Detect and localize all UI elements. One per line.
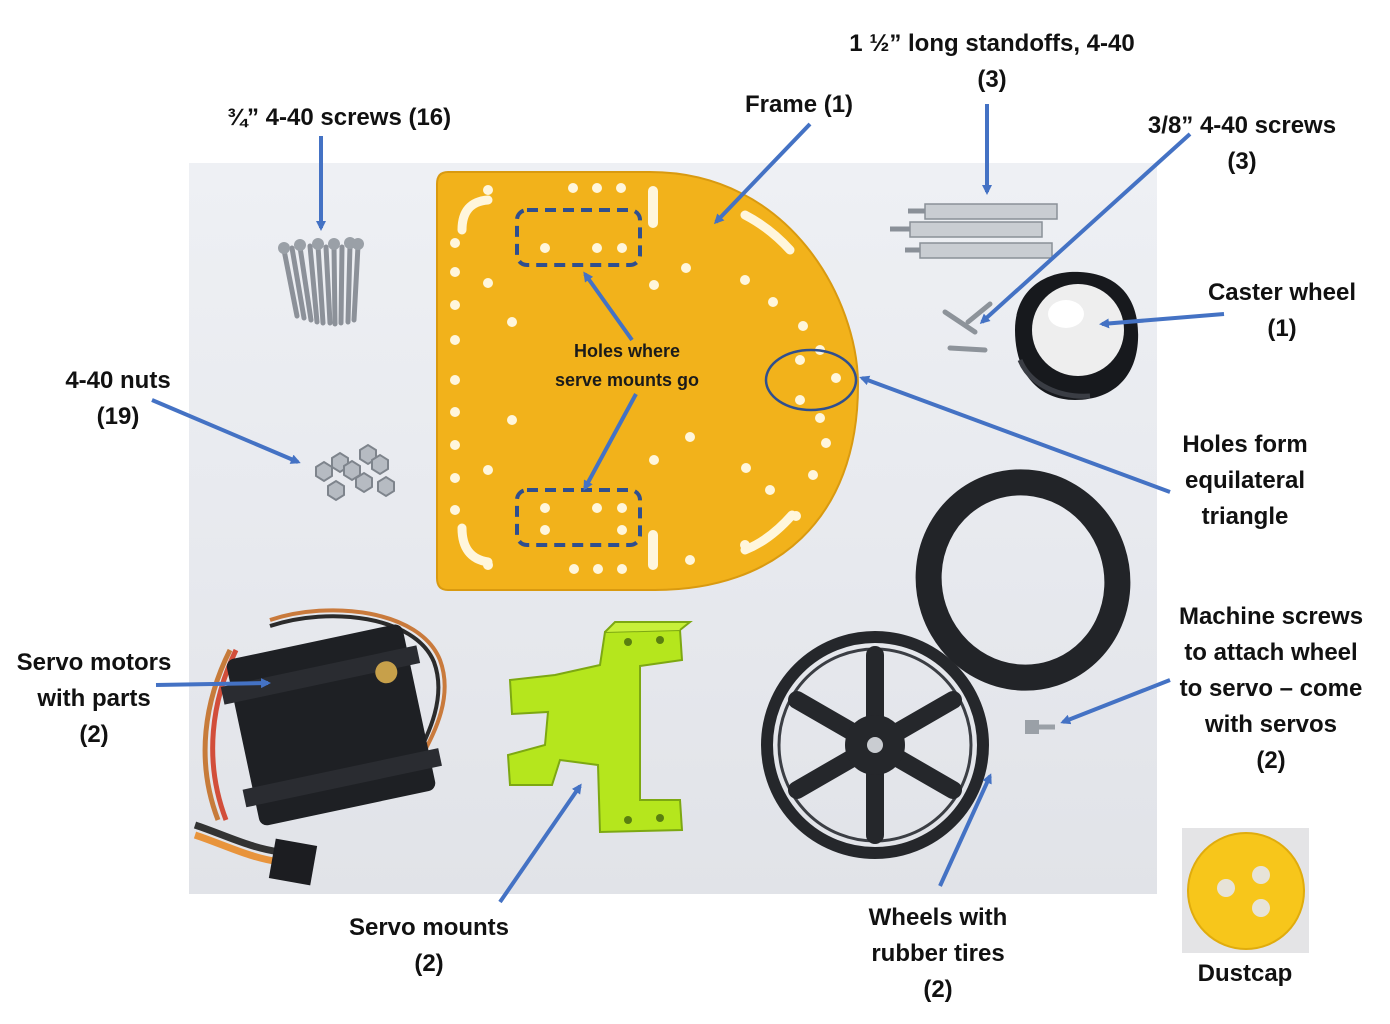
label-wheels: Wheels with rubber tires (2): [868, 904, 1008, 1003]
standoffs-icon: [890, 203, 1058, 259]
caster-wheel-icon: [1015, 271, 1139, 400]
label-caster-wheel: Caster wheel (1): [1207, 279, 1357, 342]
label-machine-screws: Machine screws to attach wheel to servo …: [1178, 603, 1364, 774]
label-holes-triangle: Holes form equilateral triangle: [1182, 431, 1308, 530]
label-screws-38: 3/8” 4-40 screws (3): [1147, 112, 1337, 175]
label-servo-motors: Servo motors with parts (2): [16, 649, 172, 748]
arrow-servo-mounts: [498, 783, 582, 904]
arrow-small-screws: [979, 132, 1192, 325]
screws-icon: [278, 237, 364, 327]
small-screws-icon: [942, 301, 993, 353]
arrow-holes-top: [583, 271, 634, 342]
arrow-caster: [1099, 312, 1225, 329]
arrow-frame: [713, 122, 812, 225]
arrow-servo-motors: [155, 678, 271, 689]
wheel-icon: [761, 631, 989, 859]
label-holes-servo-mounts: Holes where serve mounts go: [554, 341, 700, 390]
servo-motor-icon: [193, 608, 447, 886]
nuts-icon: [315, 443, 395, 502]
callout-arrows: [151, 104, 1225, 904]
label-nuts: 4-40 nuts (19): [65, 367, 171, 430]
label-screws-34: ¾” 4-40 screws (16): [227, 104, 452, 131]
label-dustcap: Dustcap: [1197, 960, 1293, 987]
arrow-holes-bottom: [583, 393, 638, 491]
label-frame: Frame (1): [745, 91, 854, 118]
arrow-machine-screws: [1060, 678, 1171, 725]
frame-plate: [436, 171, 860, 591]
label-standoffs: 1 ½” long standoffs, 4-40 (3): [849, 30, 1135, 93]
arrow-triangle: [859, 375, 1171, 494]
dustcap-photo: [1182, 828, 1309, 953]
dustcap-icon: [1187, 832, 1305, 950]
label-servo-mounts: Servo mounts (2): [348, 914, 510, 977]
arrow-nuts: [151, 398, 301, 464]
arrow-wheels: [938, 773, 992, 887]
servo-mount-icon: [506, 621, 693, 834]
machine-screw-icon: [1025, 720, 1055, 734]
tire-icon: [915, 469, 1131, 691]
